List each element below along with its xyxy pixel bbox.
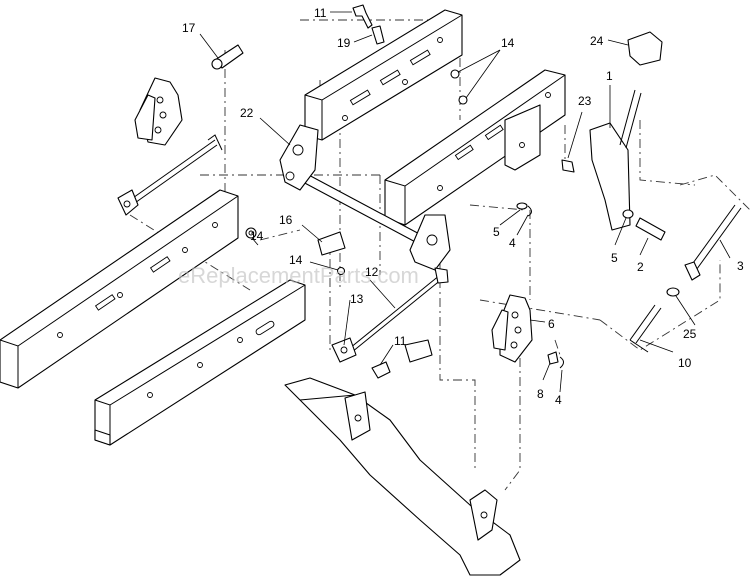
callout-1: 1: [606, 69, 613, 83]
callout-5-right: 5: [611, 251, 618, 265]
callout-19: 19: [337, 36, 351, 50]
callout-2: 2: [637, 260, 644, 274]
lower-rod-assembly: [331, 267, 449, 363]
callout-5-left: 5: [493, 225, 500, 239]
height-adjust-bracket: [491, 294, 533, 363]
center-lower-channel: [94, 279, 306, 446]
lift-lever: [589, 31, 663, 231]
callout-labels: 11 19 17 14 24 1 23 22 16 14 14 12 13 11…: [182, 6, 744, 407]
callout-14-mid: 14: [289, 253, 303, 267]
callout-11-bottom: 11: [394, 334, 407, 348]
pivot-rods: [629, 204, 742, 353]
upper-center-channel: [304, 9, 463, 141]
callout-4-upper: 4: [509, 236, 516, 250]
callout-25: 25: [683, 327, 697, 341]
callout-11-top: 11: [314, 6, 327, 20]
callout-22: 22: [240, 106, 254, 120]
spring: [561, 159, 575, 173]
callout-3: 3: [737, 259, 744, 273]
callout-16: 16: [279, 213, 293, 227]
watermark: eReplacementParts.com: [178, 263, 419, 288]
callout-4-lower: 4: [555, 393, 562, 407]
leader-lines: [199, 11, 731, 393]
left-lower-channel: [0, 189, 239, 389]
callout-24: 24: [590, 34, 604, 48]
deck-hanger: [284, 377, 521, 576]
callout-13: 13: [350, 292, 364, 306]
left-rod-assembly: [117, 134, 223, 216]
axle-assembly: [279, 124, 451, 271]
callout-14-left: 14: [250, 229, 264, 243]
callout-23: 23: [578, 94, 592, 108]
left-height-bracket: [134, 77, 183, 146]
callout-17: 17: [182, 21, 196, 35]
right-upper-channel: [384, 69, 566, 226]
hardware: [211, 4, 680, 379]
callout-14-top: 14: [501, 36, 515, 50]
callout-8: 8: [537, 387, 544, 401]
callout-12: 12: [365, 265, 379, 279]
callout-6: 6: [548, 317, 555, 331]
callout-10: 10: [678, 356, 692, 370]
